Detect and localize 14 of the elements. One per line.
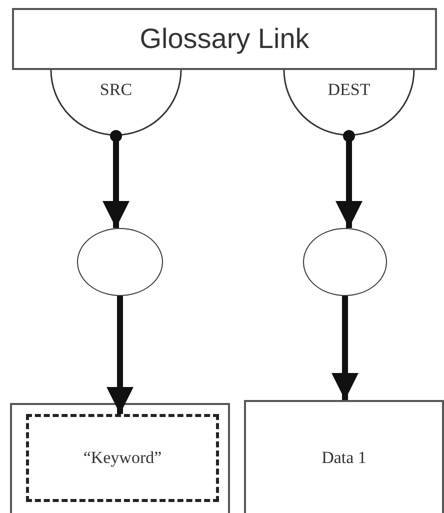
port-semicircle <box>283 70 415 136</box>
dashed-box <box>26 414 219 502</box>
node-label: Glossary Link <box>140 23 310 55</box>
arrow <box>332 296 358 400</box>
arrow <box>336 130 362 228</box>
arrow <box>106 296 134 414</box>
node-label: SRC <box>100 80 132 100</box>
outer-box <box>10 403 230 513</box>
arrow <box>102 130 130 228</box>
node-label: “Keyword” <box>83 448 162 468</box>
node-label: Data 1 <box>322 448 366 468</box>
port-semicircle <box>50 70 182 136</box>
process-box <box>244 400 444 513</box>
node-label: DEST <box>328 80 370 100</box>
